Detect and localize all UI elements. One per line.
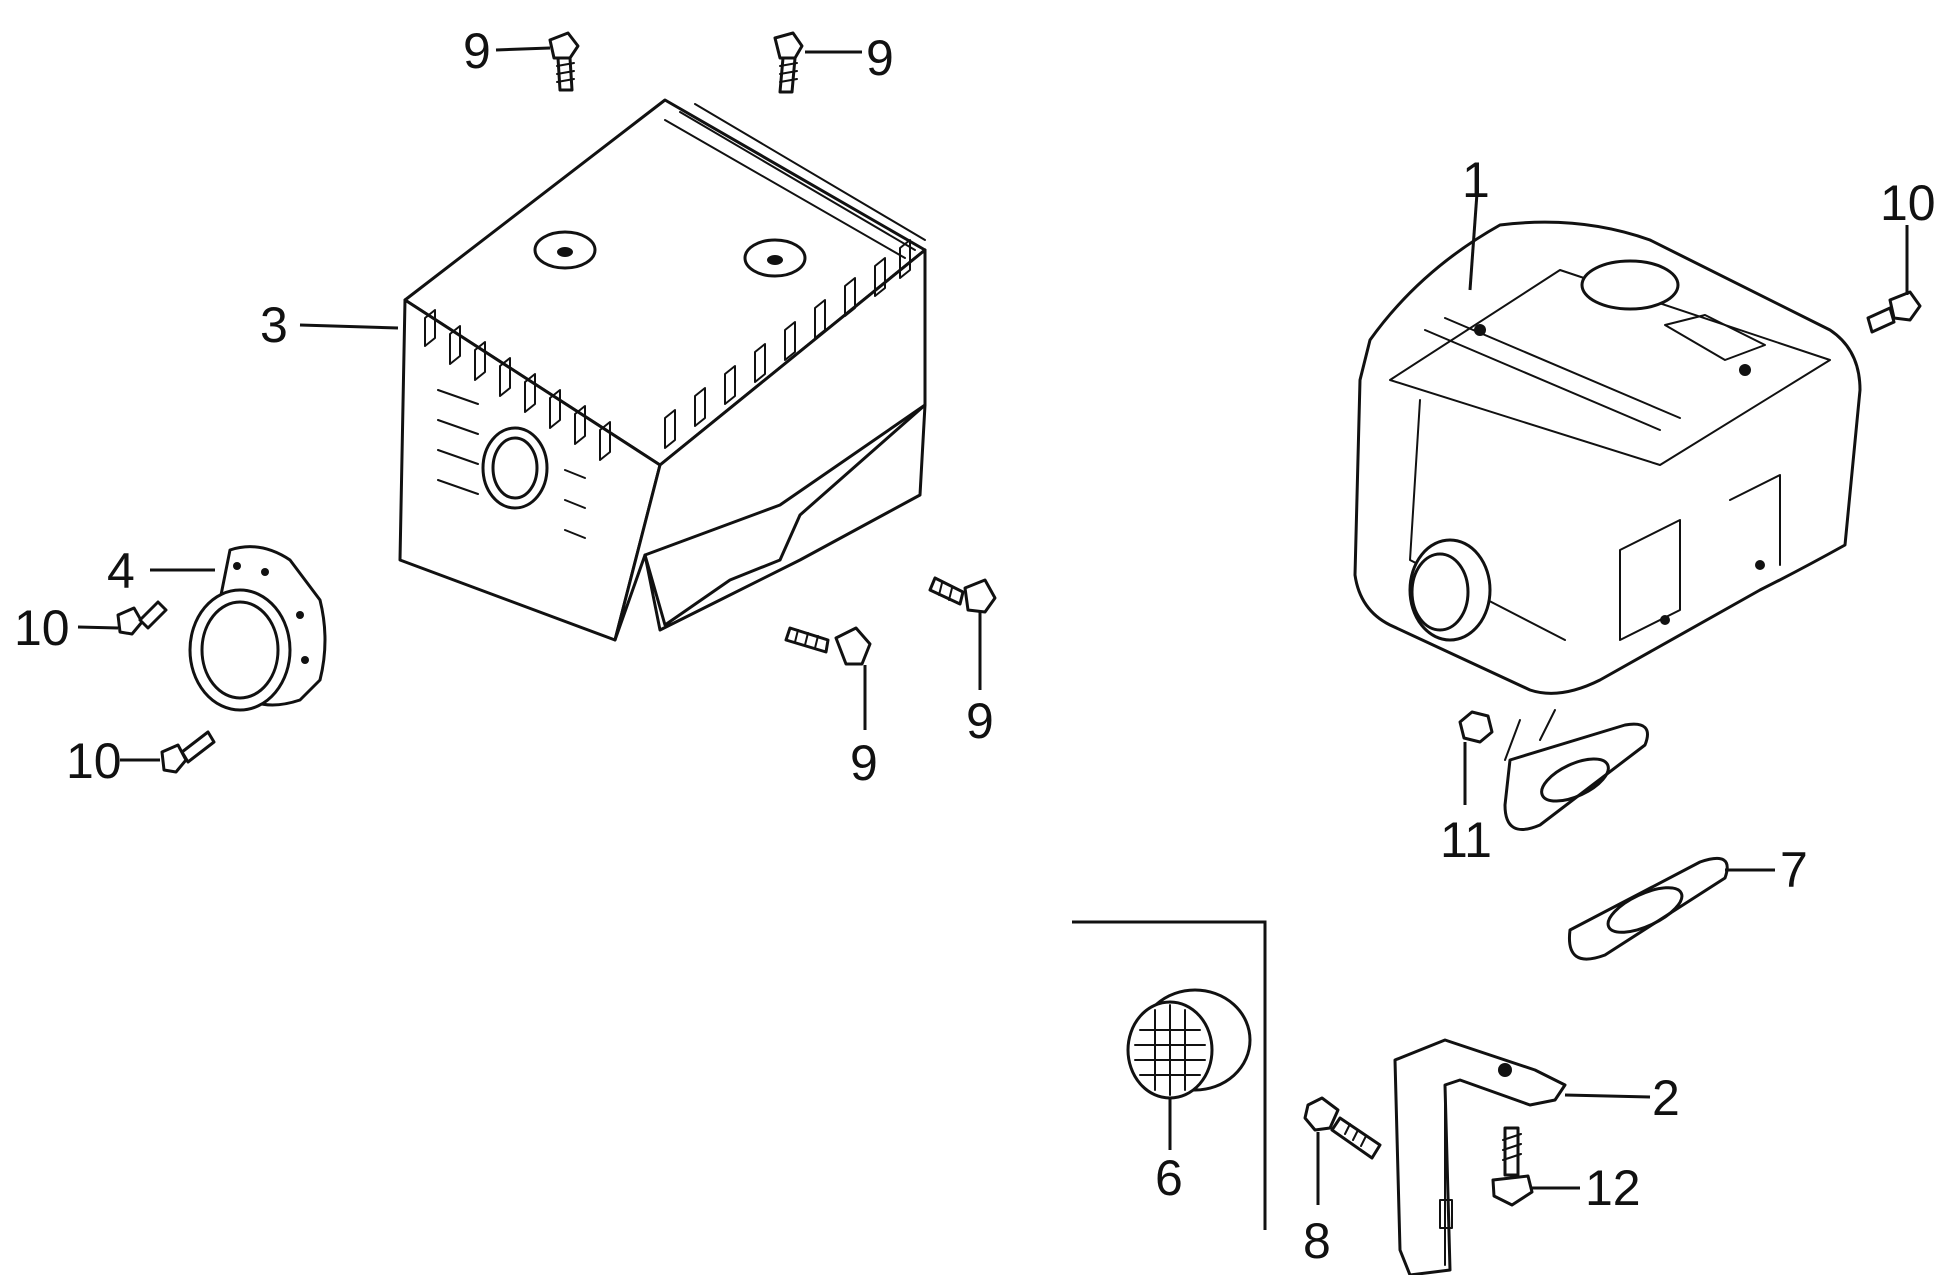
callout-11: 11 (1440, 812, 1492, 868)
screw-10-b (116, 600, 168, 636)
flange-bolt (1303, 1096, 1382, 1160)
vent-slots-right (664, 239, 911, 449)
callout-3: 3 (260, 297, 288, 353)
callout-1: 1 (1462, 152, 1490, 208)
gasket (1567, 857, 1729, 961)
spark-arrester (1126, 988, 1252, 1100)
bolt-9-b (773, 31, 804, 94)
screw (1491, 1126, 1534, 1207)
bolt-9-c (784, 626, 872, 666)
callout-10-left-lower: 10 (66, 733, 122, 789)
vent-slots-left (424, 309, 611, 461)
muffler (1353, 220, 1862, 831)
callout-8: 8 (1303, 1213, 1331, 1269)
bolt-9-d (928, 576, 997, 614)
callout-9-top-left: 9 (463, 23, 491, 79)
muffler-stay (1393, 1038, 1567, 1275)
screw-10-c (160, 730, 216, 774)
screw-10-a (1866, 290, 1922, 334)
callout-6: 6 (1155, 1150, 1183, 1206)
callout-10-right: 10 (1880, 175, 1936, 231)
callout-4: 4 (107, 543, 135, 599)
group-bracket (1072, 920, 1267, 1230)
callout-10-left-upper: 10 (14, 600, 70, 656)
callout-7: 7 (1780, 842, 1808, 898)
callout-9-top-right: 9 (866, 30, 894, 86)
callout-12: 12 (1585, 1160, 1641, 1216)
callout-2: 2 (1652, 1070, 1680, 1126)
callout-9-lower-right: 9 (966, 693, 994, 749)
exhaust-cap (188, 545, 327, 712)
muffler-protector (398, 98, 927, 642)
callout-9-lower-left: 9 (850, 735, 878, 791)
bolt-9-a (548, 31, 580, 92)
leader-lines (77, 46, 1909, 1205)
nut (1458, 710, 1494, 744)
